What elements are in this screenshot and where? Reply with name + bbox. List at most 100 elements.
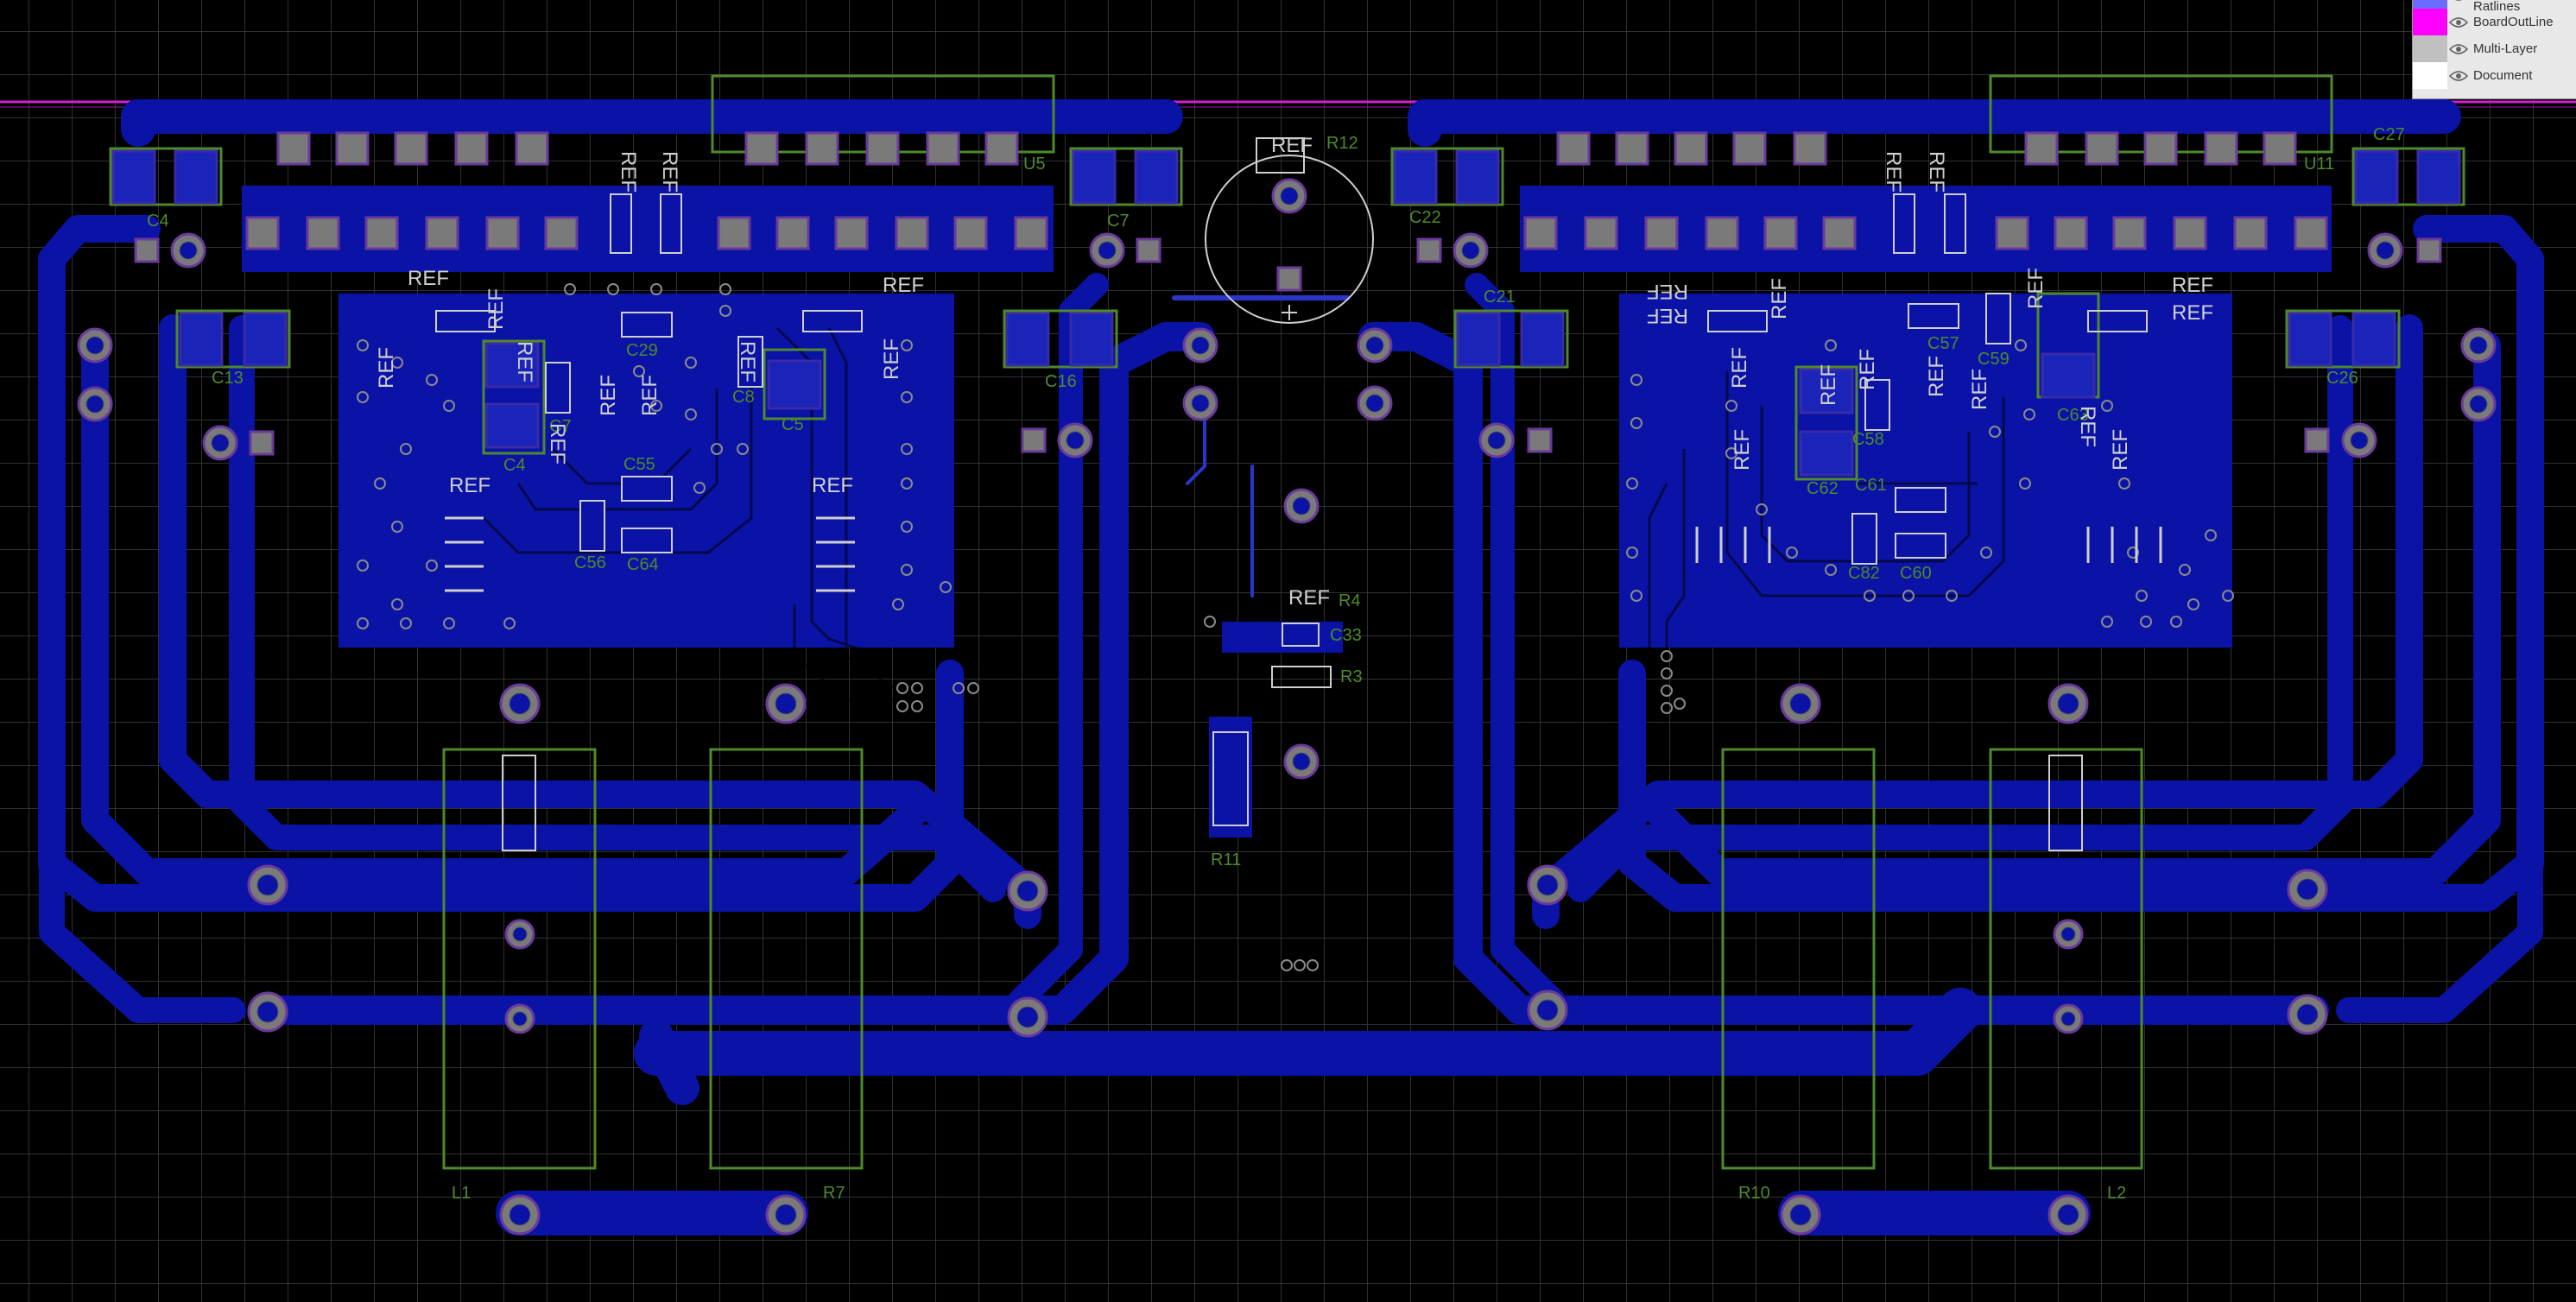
- square-pad: [1793, 131, 1827, 166]
- square-pad: [335, 131, 370, 166]
- via: [650, 400, 662, 412]
- via: [901, 521, 913, 533]
- via: [2205, 529, 2217, 541]
- pad-hole: [775, 692, 797, 715]
- via: [1294, 959, 1306, 971]
- square-pad: [1527, 427, 1553, 453]
- via: [896, 700, 908, 712]
- via: [443, 617, 455, 629]
- ref-marker-29: REF: [2172, 301, 2213, 325]
- via: [1946, 590, 1958, 602]
- label-c82: C82: [1848, 564, 1880, 583]
- via: [2127, 547, 2139, 559]
- pad-hole: [775, 1204, 797, 1226]
- pad-hole: [512, 1011, 528, 1027]
- pad-hole: [1292, 496, 1311, 515]
- via: [1989, 426, 2001, 438]
- square-pad: [515, 131, 549, 166]
- ref-marker-25: REF: [1925, 356, 1948, 397]
- via: [1756, 503, 1768, 515]
- pad-hole: [211, 433, 230, 452]
- eye-icon[interactable]: [2447, 35, 2470, 62]
- label-c61: C61: [1855, 476, 1887, 495]
- ref-marker-2: REF: [408, 267, 449, 290]
- layer-color-swatch[interactable]: [2413, 62, 2447, 89]
- square-pad: [1276, 266, 1302, 292]
- label-c29: C29: [626, 341, 658, 360]
- via: [1661, 667, 1673, 679]
- square-pad: [1136, 237, 1161, 263]
- eye-icon[interactable]: [2447, 9, 2470, 35]
- ref-marker-10: REF: [812, 474, 853, 497]
- pad-hole: [2296, 878, 2319, 901]
- layer-color-swatch[interactable]: [2413, 35, 2447, 62]
- label-c4-top: C4: [147, 212, 169, 231]
- via: [911, 700, 923, 712]
- via: [901, 564, 913, 576]
- layer-color-swatch[interactable]: [2413, 0, 2447, 9]
- layer-row-boardoutline[interactable]: BoardOutLine: [2413, 9, 2576, 35]
- pour-left-header: [242, 186, 1054, 272]
- label-c55: C55: [623, 455, 655, 474]
- square-pad: [895, 216, 929, 250]
- label-l2: L2: [2107, 1184, 2126, 1203]
- pad-hole: [1536, 874, 1559, 896]
- square-pad: [805, 131, 839, 166]
- via: [1626, 547, 1638, 559]
- square-pad: [2173, 216, 2207, 250]
- pad-hole: [509, 1204, 531, 1226]
- ref-marker-27: REF: [2024, 268, 2048, 309]
- eye-icon[interactable]: [2447, 0, 2470, 9]
- label-c13: C13: [212, 369, 244, 388]
- pad-hole: [1365, 336, 1384, 355]
- label-c27: C27: [2373, 125, 2405, 144]
- via: [1307, 959, 1319, 971]
- layer-color-swatch[interactable]: [2413, 9, 2447, 35]
- via: [426, 374, 438, 386]
- via: [650, 283, 662, 295]
- pad-hole: [2469, 395, 2488, 414]
- label-c57: C57: [1927, 334, 1959, 353]
- layer-row-ratlines[interactable]: Ratlines: [2413, 0, 2576, 14]
- eye-icon[interactable]: [2447, 62, 2470, 89]
- layer-row-multi-layer[interactable]: Multi-Layer: [2413, 35, 2576, 62]
- label-c33: C33: [1330, 626, 1362, 645]
- via: [940, 581, 952, 593]
- pour-right-header: [1520, 186, 2332, 272]
- square-pad: [1705, 216, 1739, 250]
- via: [607, 283, 619, 295]
- square-pad: [544, 216, 579, 250]
- ref-marker-18: REF: [1647, 280, 1688, 303]
- via: [391, 357, 403, 369]
- via: [2019, 477, 2031, 490]
- ref-marker-0: REF: [617, 151, 640, 193]
- square-pad: [1021, 427, 1047, 453]
- square-pad: [1732, 131, 1767, 166]
- designators: U5 U11 C4 C13 C7 C16 C22 C21 C27 C26 C29…: [147, 125, 2405, 1203]
- square-pad: [2112, 216, 2147, 250]
- label-c7-mid: C7: [549, 417, 572, 436]
- ref-marker-13: REF: [736, 341, 759, 382]
- pad-hole: [2057, 692, 2079, 715]
- pad-hole: [1098, 241, 1117, 260]
- via: [426, 559, 438, 572]
- via: [357, 391, 369, 403]
- pad-hole: [2057, 1204, 2079, 1226]
- via: [1786, 547, 1798, 559]
- pad-hole: [1789, 692, 1812, 715]
- via: [1661, 685, 1673, 697]
- label-c8: C8: [732, 388, 755, 407]
- label-u11: U11: [2304, 155, 2334, 174]
- via: [1630, 374, 1642, 386]
- via: [2179, 564, 2191, 576]
- square-pad: [1014, 216, 1048, 250]
- layer-row-document[interactable]: Document: [2413, 62, 2576, 89]
- square-pad: [744, 131, 779, 166]
- via: [901, 477, 913, 490]
- square-pad: [1644, 216, 1679, 250]
- square-pad: [249, 430, 275, 456]
- ref-marker-22: REF: [1728, 347, 1751, 389]
- square-pad: [276, 131, 311, 166]
